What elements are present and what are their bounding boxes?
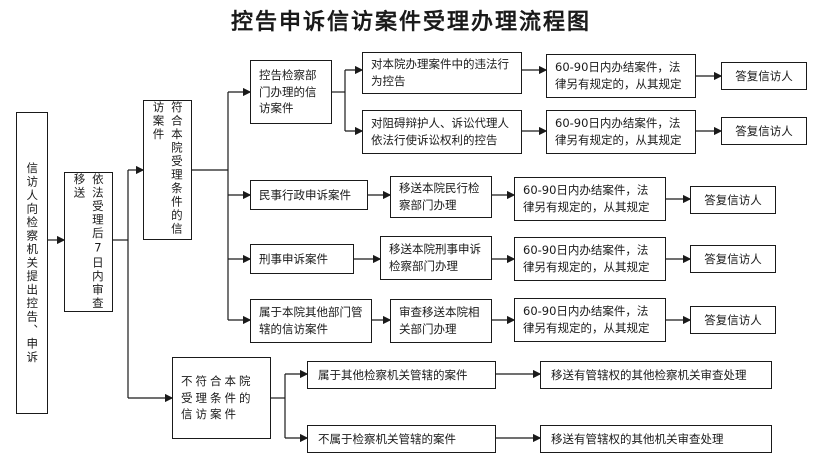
non-procuratorate-transfer-label: 移送有管辖权的其他机关审查处理	[551, 431, 724, 446]
civil-transfer-node: 移送本院民行检察部门办理	[390, 176, 492, 218]
deadline-node: 60-90日内办结案件，法律另有规定的，从其规定	[546, 54, 696, 98]
other-organ-transfer-node: 移送有管辖权的其他检察机关审查处理	[540, 361, 772, 389]
deadline-label: 60-90日内办结案件，法律另有规定的，从其规定	[555, 116, 682, 147]
start-node: 信访人向检察机关提出控告、申诉	[16, 112, 48, 414]
other-dept-node: 属于本院其他部门管辖的信访案件	[250, 299, 372, 343]
reply-node: 答复信访人	[690, 245, 776, 273]
deadline-label: 60-90日内办结案件，法律另有规定的，从其规定	[523, 304, 650, 335]
reply-node: 答复信访人	[690, 306, 776, 334]
deadline-label: 60-90日内办结案件，法律另有规定的，从其规定	[523, 243, 650, 274]
ctrl-dept-label: 控告检察部门办理的信访案件	[259, 67, 317, 116]
non-procuratorate-node: 不属于检察机关管辖的案件	[307, 425, 496, 453]
ctrl-a-node: 对本院办理案件中的违法行为控告	[362, 52, 522, 94]
deadline-node: 60-90日内办结案件，法律另有规定的，从其规定	[514, 298, 666, 342]
civil-label: 民事行政申诉案件	[259, 187, 351, 202]
civil-node: 民事行政申诉案件	[250, 180, 368, 210]
other-transfer-label: 审查移送本院相关部门办理	[399, 305, 480, 336]
ctrl-dept-node: 控告检察部门办理的信访案件	[250, 60, 332, 124]
deadline-node: 60-90日内办结案件，法律另有规定的，从其规定	[546, 110, 696, 154]
page-title: 控告申诉信访案件受理办理流程图	[230, 9, 591, 35]
deadline-label: 60-90日内办结案件，法律另有规定的，从其规定	[523, 183, 650, 214]
deadline-node: 60-90日内办结案件，法律另有规定的，从其规定	[514, 177, 666, 221]
other-dept-label: 属于本院其他部门管辖的信访案件	[259, 305, 363, 336]
criminal-transfer-node: 移送本院刑事申诉检察部门办理	[380, 236, 492, 280]
review-node-label: 依法受理后7日内审查移送	[72, 173, 105, 311]
non-procuratorate-transfer-node: 移送有管辖权的其他机关审查处理	[540, 425, 772, 453]
other-organ-node: 属于其他检察机关管辖的案件	[307, 361, 496, 389]
other-organ-transfer-label: 移送有管辖权的其他检察机关审查处理	[551, 367, 747, 382]
criminal-node: 刑事申诉案件	[250, 244, 354, 274]
reply-label: 答复信访人	[735, 68, 793, 83]
reply-node: 答复信访人	[721, 62, 807, 90]
ctrl-a-label: 对本院办理案件中的违法行为控告	[371, 57, 509, 88]
reply-node: 答复信访人	[721, 117, 807, 145]
reply-label: 答复信访人	[704, 251, 762, 266]
review-node: 依法受理后7日内审查移送	[64, 172, 113, 312]
reply-label: 答复信访人	[704, 312, 762, 327]
reply-label: 答复信访人	[735, 123, 793, 138]
criminal-transfer-label: 移送本院刑事申诉检察部门办理	[389, 242, 481, 273]
ctrl-b-node: 对阻碍辩护人、诉讼代理人依法行使诉讼权利的控告	[362, 110, 522, 154]
civil-transfer-label: 移送本院民行检察部门办理	[399, 181, 480, 212]
other-organ-label: 属于其他检察机关管辖的案件	[318, 367, 468, 382]
reply-node: 答复信访人	[690, 186, 776, 214]
deadline-node: 60-90日内办结案件，法律另有规定的，从其规定	[514, 237, 666, 281]
accepted-node-label: 符合本院受理条件的信访案件	[151, 101, 184, 236]
ctrl-b-label: 对阻碍辩护人、诉讼代理人依法行使诉讼权利的控告	[371, 116, 509, 147]
criminal-label: 刑事申诉案件	[259, 251, 328, 266]
other-transfer-node: 审查移送本院相关部门办理	[390, 299, 492, 343]
reply-label: 答复信访人	[704, 192, 762, 207]
accepted-node: 符合本院受理条件的信访案件	[143, 100, 192, 240]
start-node-label: 信访人向检察机关提出控告、申诉	[25, 161, 40, 365]
non-procuratorate-label: 不属于检察机关管辖的案件	[318, 431, 456, 446]
rejected-node: 不符合本院受理条件的信访案件	[172, 357, 271, 439]
deadline-label: 60-90日内办结案件，法律另有规定的，从其规定	[555, 60, 682, 91]
rejected-node-label: 不符合本院受理条件的信访案件	[181, 373, 254, 422]
